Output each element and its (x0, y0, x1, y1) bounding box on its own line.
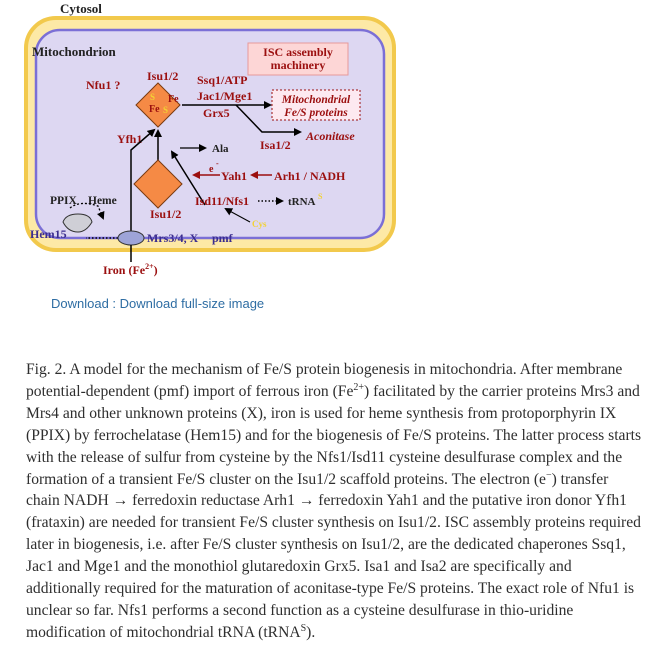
isc-assembly-label-line2: machinery (271, 58, 326, 72)
grx5-label: Grx5 (203, 106, 230, 120)
download-full-size-image-link[interactable]: Download : Download full-size image (51, 296, 265, 311)
yfh1-label: Yfh1 (117, 132, 142, 146)
heme-label: Heme (88, 195, 117, 207)
arh1-label: Arh1 / NADH (274, 169, 346, 183)
electron-sup: - (216, 159, 219, 168)
iron-sup: 2+ (145, 262, 154, 271)
nfu1-label: Nfu1 ? (86, 78, 120, 92)
ppix-label: PPIX (50, 195, 78, 207)
mitochondrion-compartment (34, 28, 386, 240)
cytosol-label: Cytosol (60, 1, 102, 16)
ssq1-label: Ssq1/ATP (197, 73, 247, 87)
s-label-right: S (163, 105, 168, 115)
cys-label: Cys (252, 219, 267, 229)
mito-proteins-label-line2: Fe/S proteins (283, 107, 348, 119)
yah1-label: Yah1 (221, 169, 247, 183)
figure-caption: Fig. 2. A model for the mechanism of Fe/… (26, 359, 644, 644)
ala-label: Ala (212, 143, 229, 155)
caption-part-4: ). (306, 623, 316, 641)
caption-part-3: ) transfer chain NADH → ferredoxin reduc… (26, 470, 641, 641)
mrs-transporter (117, 230, 145, 246)
hem15-label: Hem15 (30, 227, 67, 241)
fe-s-biogenesis-figure: Cytosol Mitochondrion ISC assembly machi… (24, 1, 396, 277)
fe-label-left: Fe (149, 104, 160, 115)
trna-label: tRNA (288, 196, 316, 208)
isc-assembly-label-line1: ISC assembly (263, 45, 333, 59)
heme-dashed-arrow (69, 202, 105, 220)
electron-label: e (209, 164, 214, 175)
caption-paragraph: Fig. 2. A model for the mechanism of Fe/… (26, 359, 644, 644)
isu12-bottom-label: Isu1/2 (150, 207, 181, 221)
jac1-label: Jac1/Mge1 (197, 89, 252, 103)
caption-fe-sup: 2+ (353, 381, 365, 393)
mrs-label: Mrs3/4, X (147, 231, 199, 245)
caption-part-2: ) facilitated by the carrier proteins Mr… (26, 382, 642, 488)
isd11-label: Isd11/Nfs1 (195, 194, 249, 208)
arrow-to-aconitase (235, 104, 302, 136)
mitochondrion-label: Mitochondrion (32, 44, 117, 59)
pmf-label: pmf (212, 231, 234, 245)
caption-trna-sup: S (300, 622, 307, 634)
isu12-top-label: Isu1/2 (147, 69, 178, 83)
iron-close: ) (154, 263, 158, 277)
isc-assembly-box (247, 42, 349, 76)
caption-part-1: Fig. 2. A model for the mechanism of Fe/… (26, 361, 623, 400)
isu-diamond-bottom (133, 159, 183, 209)
aconitase-label: Aconitase (305, 129, 355, 143)
fe-label-right: Fe (168, 94, 179, 105)
iron-label: Iron (Fe2+) (103, 262, 158, 277)
isa12-label: Isa1/2 (260, 138, 291, 152)
cys-to-ala-arrow (170, 150, 206, 206)
cys-to-isd11-arrow (224, 208, 251, 223)
trna-sup: S (318, 192, 323, 201)
isu-fes-diamond-top (135, 82, 181, 128)
mito-proteins-label-line1: Mitochondrial (281, 94, 351, 106)
s-label-left: S (150, 92, 155, 102)
hem15-enzyme-shape (62, 213, 93, 233)
iron-text: Iron (Fe (103, 263, 146, 277)
caption-electron-sup: − (545, 469, 552, 481)
iron-path-left (130, 128, 156, 238)
mito-fes-proteins-box (271, 89, 361, 121)
